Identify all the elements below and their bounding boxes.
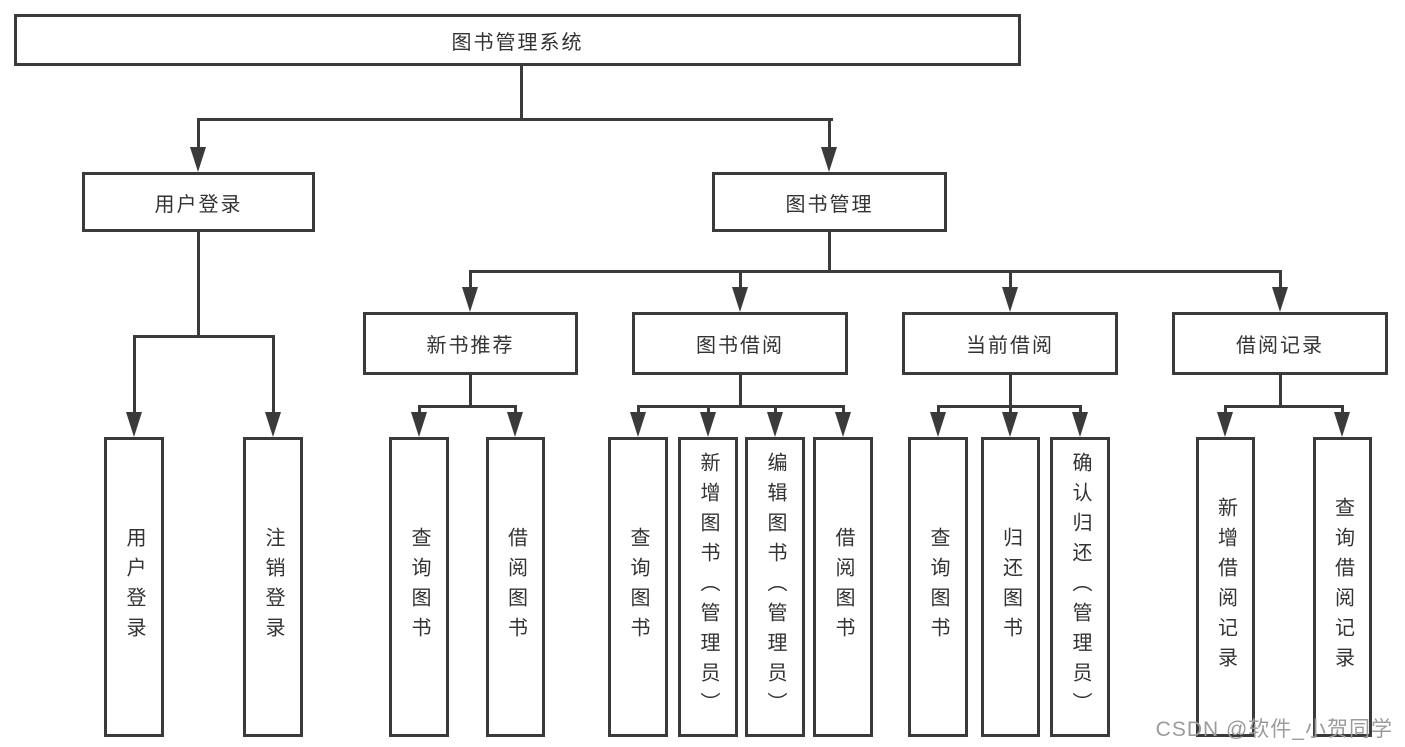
connector-line <box>1079 405 1082 414</box>
connector-line <box>469 375 472 407</box>
connector-line <box>1009 405 1012 414</box>
node-book-borrowing: 图书借阅 <box>632 312 848 375</box>
connector-line <box>739 375 742 407</box>
connector-line <box>828 118 831 150</box>
leaf-user-login: 用户登录 <box>104 437 164 737</box>
leaf-add-borrow-record: 新增借阅记录 <box>1196 437 1255 737</box>
leaf-query-books-borrowing: 查询图书 <box>608 437 668 737</box>
connector-line <box>272 335 275 414</box>
connector-arrow <box>630 412 646 437</box>
connector-line <box>1224 405 1344 408</box>
node-new-book-recommendation: 新书推荐 <box>363 312 578 375</box>
connector-arrow <box>411 412 427 437</box>
connector-arrow <box>930 412 946 437</box>
connector-arrow <box>732 287 748 312</box>
connector-line <box>418 405 517 408</box>
connector-line <box>1279 270 1282 289</box>
connector-arrow <box>1072 412 1088 437</box>
connector-arrow <box>126 412 142 437</box>
connector-arrow <box>507 412 523 437</box>
leaf-logout: 注销登录 <box>243 437 303 737</box>
connector-line <box>197 118 833 121</box>
connector-line <box>1341 405 1344 414</box>
connector-line <box>707 405 710 414</box>
connector-line <box>197 118 200 150</box>
connector-line <box>520 66 523 120</box>
connector-arrow <box>1002 412 1018 437</box>
node-user-login: 用户登录 <box>82 172 315 232</box>
connector-arrow <box>700 412 716 437</box>
connector-line <box>469 270 1282 273</box>
connector-line <box>469 270 472 289</box>
leaf-confirm-return-admin: 确认归还（管理员） <box>1050 437 1110 737</box>
connector-arrow <box>1272 287 1288 312</box>
connector-line <box>418 405 421 414</box>
connector-line <box>133 335 136 414</box>
leaf-query-books-recommend: 查询图书 <box>389 437 449 737</box>
connector-line <box>739 270 742 289</box>
node-borrowing-records: 借阅记录 <box>1172 312 1388 375</box>
leaf-query-borrow-record: 查询借阅记录 <box>1313 437 1372 737</box>
connector-line <box>937 405 940 414</box>
node-current-borrowing: 当前借阅 <box>902 312 1118 375</box>
connector-arrow <box>265 412 281 437</box>
connector-line <box>133 335 275 338</box>
connector-arrow <box>1217 412 1233 437</box>
leaf-borrow-books-borrowing: 借阅图书 <box>813 437 873 737</box>
leaf-borrow-books-recommend: 借阅图书 <box>486 437 545 737</box>
connector-line <box>1009 375 1012 407</box>
connector-arrow <box>1002 287 1018 312</box>
connector-line <box>197 232 200 335</box>
connector-arrow <box>821 147 837 172</box>
connector-line <box>1009 270 1012 289</box>
leaf-return-books: 归还图书 <box>981 437 1040 737</box>
node-library-management-system: 图书管理系统 <box>14 14 1021 66</box>
connector-line <box>1279 375 1282 407</box>
leaf-add-books-admin: 新增图书（管理员） <box>678 437 738 737</box>
connector-line <box>514 405 517 414</box>
connector-arrow <box>190 147 206 172</box>
leaf-edit-books-admin: 编辑图书（管理员） <box>745 437 805 737</box>
connector-line <box>1224 405 1227 414</box>
csdn-watermark: CSDN @软件_小贺同学 <box>1155 718 1393 741</box>
connector-line <box>637 405 640 414</box>
node-book-management: 图书管理 <box>712 172 947 232</box>
connector-line <box>828 232 831 272</box>
connector-arrow <box>462 287 478 312</box>
connector-line <box>637 405 845 408</box>
connector-arrow <box>767 412 783 437</box>
connector-arrow <box>1334 412 1350 437</box>
connector-arrow <box>835 412 851 437</box>
connector-line <box>842 405 845 414</box>
leaf-query-books-current: 查询图书 <box>908 437 968 737</box>
connector-line <box>774 405 777 414</box>
